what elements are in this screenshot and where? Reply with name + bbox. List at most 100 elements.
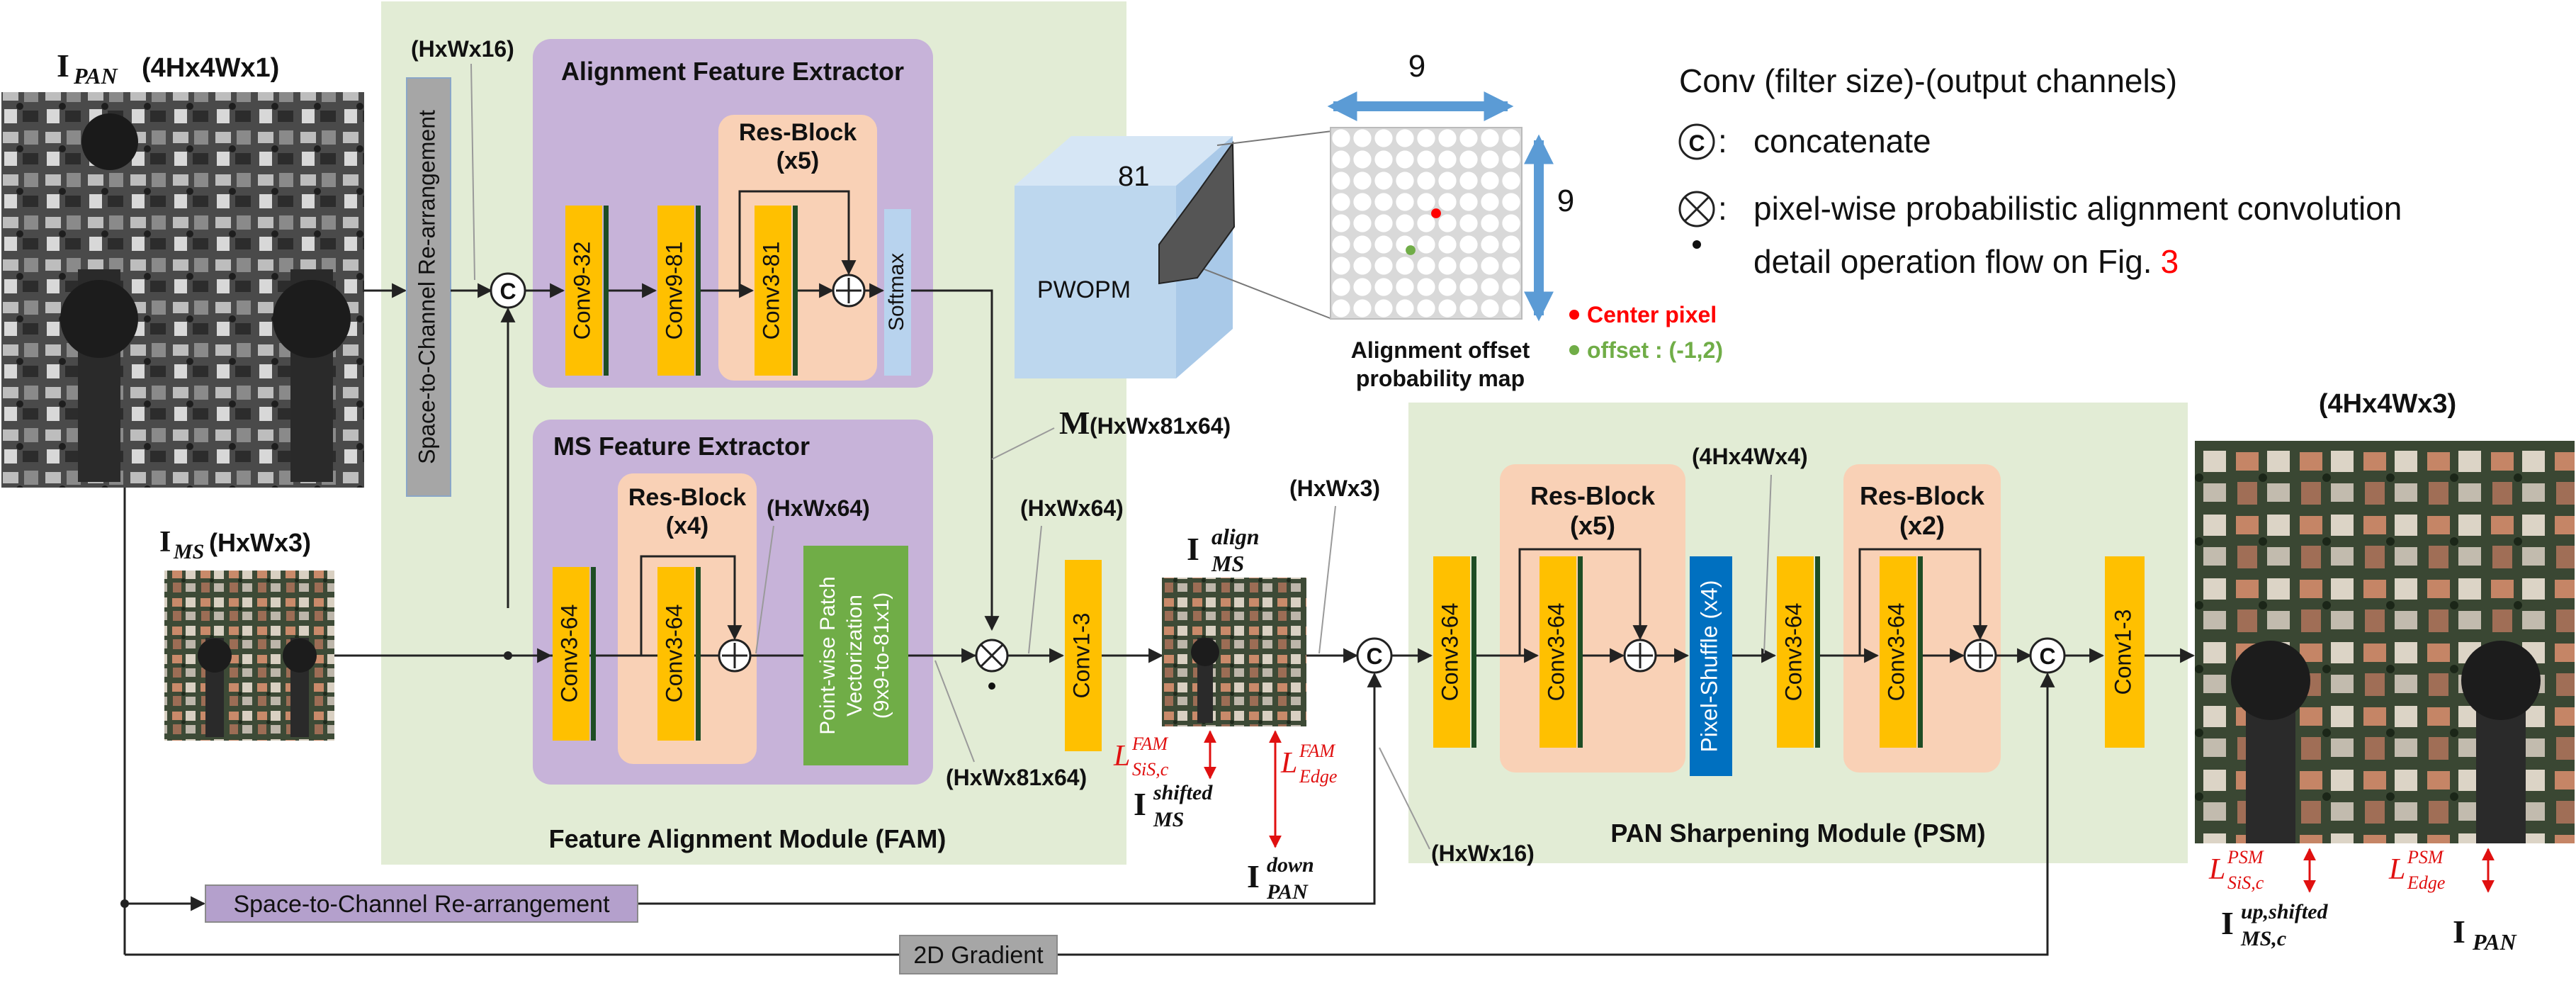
offset-map-cell (1374, 129, 1393, 147)
msfe-conv-bar (591, 567, 596, 741)
psm-sis-loss-sub: SiS,c (2227, 872, 2264, 893)
shifted-I: I (1134, 786, 1146, 822)
pan-image-culdesac (81, 113, 138, 170)
offset-map-cell (1459, 257, 1478, 275)
ms-label: I (159, 526, 171, 558)
down-I: I (1247, 858, 1260, 894)
gradient-box (899, 935, 1058, 974)
offset-map-cell (1502, 278, 1520, 296)
offset-map-cell (1481, 278, 1499, 296)
otimes-detail-dot (988, 682, 995, 690)
offset-map-cell (1481, 150, 1499, 169)
middle-hxwx3-leader (1318, 505, 1336, 654)
msfe-skip-connection (640, 555, 742, 656)
offset-map-cell (1353, 193, 1372, 211)
offset-map-cell (1481, 193, 1499, 211)
fam-conv-out-label: Conv1-3 (1068, 613, 1094, 699)
offset-map-cell (1374, 172, 1393, 190)
offset-map-cell (1502, 235, 1520, 254)
ms-image-roundabout-2 (283, 639, 317, 673)
patch-line-1: Point-wise Patch (816, 576, 840, 734)
psm-conv-in-bar (1471, 556, 1476, 748)
msfe-resblock-title: Res-Block (628, 484, 746, 511)
msfe-res-conv-label: Conv3-64 (661, 605, 687, 703)
offset-map-cell (1417, 172, 1435, 190)
offset-map-cell (1438, 150, 1457, 169)
msfe-resblock-count: (x4) (666, 512, 708, 539)
fam-sis-loss-sup: FAM (1131, 734, 1168, 754)
legend-conv-line: Conv (filter size)-(output channels) (1679, 62, 2177, 99)
legend-concat-circle (1678, 123, 1715, 160)
s2c-to-psm-concat-arrow (638, 672, 1382, 905)
psm-rb1-conv-bar (1578, 556, 1583, 748)
psm-conv-mid-label: Conv3-64 (1780, 603, 1806, 702)
psm-concat-1-symbol: C (1366, 644, 1382, 669)
offset-map-cell (1481, 129, 1499, 147)
psm-conv-in-label: Conv3-64 (1437, 603, 1462, 702)
psm-conv-mid (1777, 556, 1814, 748)
offset-map-cell (1502, 172, 1520, 190)
offset-map-cell (1396, 278, 1414, 296)
offset-map-cell (1374, 278, 1393, 296)
psm-rb2-skip (1858, 548, 1988, 656)
map-title-1: Alignment offset (1351, 337, 1530, 363)
msfe-res-conv (657, 567, 694, 741)
middle-hxwx16: (HxWx16) (1431, 841, 1535, 866)
pwopm-depth-label: 81 (1118, 161, 1150, 192)
pwopm-vector-column (1158, 140, 1236, 285)
afe-conv2-bar (696, 206, 701, 376)
offset-map-cell (1396, 214, 1414, 232)
grid-right-label: 9 (1557, 184, 1574, 218)
pixel-shuffle-box (1690, 556, 1732, 776)
psm-rb1-conv (1540, 556, 1576, 748)
offset-pixel-marker (1406, 245, 1416, 255)
map-title-2: probability map (1356, 366, 1525, 391)
offset-map-cell (1417, 299, 1435, 318)
offset-map-cell (1374, 193, 1393, 211)
psm-up-size: (4Hx4Wx4) (1692, 444, 1808, 469)
offset-map-cell (1481, 257, 1499, 275)
psm-rb2-title: Res-Block (1860, 481, 1985, 510)
psm-rb2-count: (x2) (1899, 511, 1945, 540)
psm-rb2-conv (1880, 556, 1916, 748)
fam-edge-loss-sup: FAM (1299, 741, 1335, 761)
pwopm-leader-top (1216, 130, 1333, 146)
offset-legend-text: offset : (-1,2) (1587, 337, 1723, 363)
psm-conv-out-label: Conv1-3 (2110, 609, 2135, 695)
patch-line-2: Vectorization (843, 595, 866, 717)
target-I: I (2221, 905, 2234, 941)
offset-map-cell (1332, 150, 1350, 169)
m-leader (991, 427, 1055, 460)
offset-map-cell (1396, 129, 1414, 147)
offset-map-cell (1438, 278, 1457, 296)
psm-rb1-title: Res-Block (1530, 481, 1656, 510)
psm-edge-loss-sup: PSM (2407, 847, 2444, 867)
gradient-label: 2D Gradient (913, 942, 1044, 969)
offset-map-cell (1374, 299, 1393, 318)
offset-map-cell (1502, 129, 1520, 147)
msfe-res-conv-bar (696, 567, 701, 741)
patch-out-size: (HxWx81x64) (946, 765, 1087, 790)
offset-map-cell (1459, 299, 1478, 318)
psm-concat-2-symbol: C (2039, 644, 2055, 669)
msfe-feature-size: (HxWx64) (767, 495, 870, 521)
ms-label-sub: MS (173, 540, 204, 563)
psm-conv-in (1433, 556, 1470, 748)
softmax-box (884, 209, 911, 376)
offset-map-cell (1502, 214, 1520, 232)
psm-conv-mid-bar (1815, 556, 1820, 748)
fam-sis-loss-sub: SiS,c (1132, 759, 1169, 780)
offset-map-cell (1438, 172, 1457, 190)
offset-map-cell (1459, 278, 1478, 296)
aligned-image-roundabout (1191, 638, 1219, 666)
aligned-size: (HxWx64) (1020, 495, 1124, 521)
offset-map-cell (1353, 172, 1372, 190)
offset-map-cell (1459, 193, 1478, 211)
align-sup: align (1211, 524, 1260, 549)
afe-skip-connection (738, 190, 857, 291)
offset-map-cell (1438, 129, 1457, 147)
offset-map-cell (1374, 257, 1393, 275)
offset-legend-dot (1569, 345, 1579, 355)
afe-conv1-bar (604, 206, 609, 376)
